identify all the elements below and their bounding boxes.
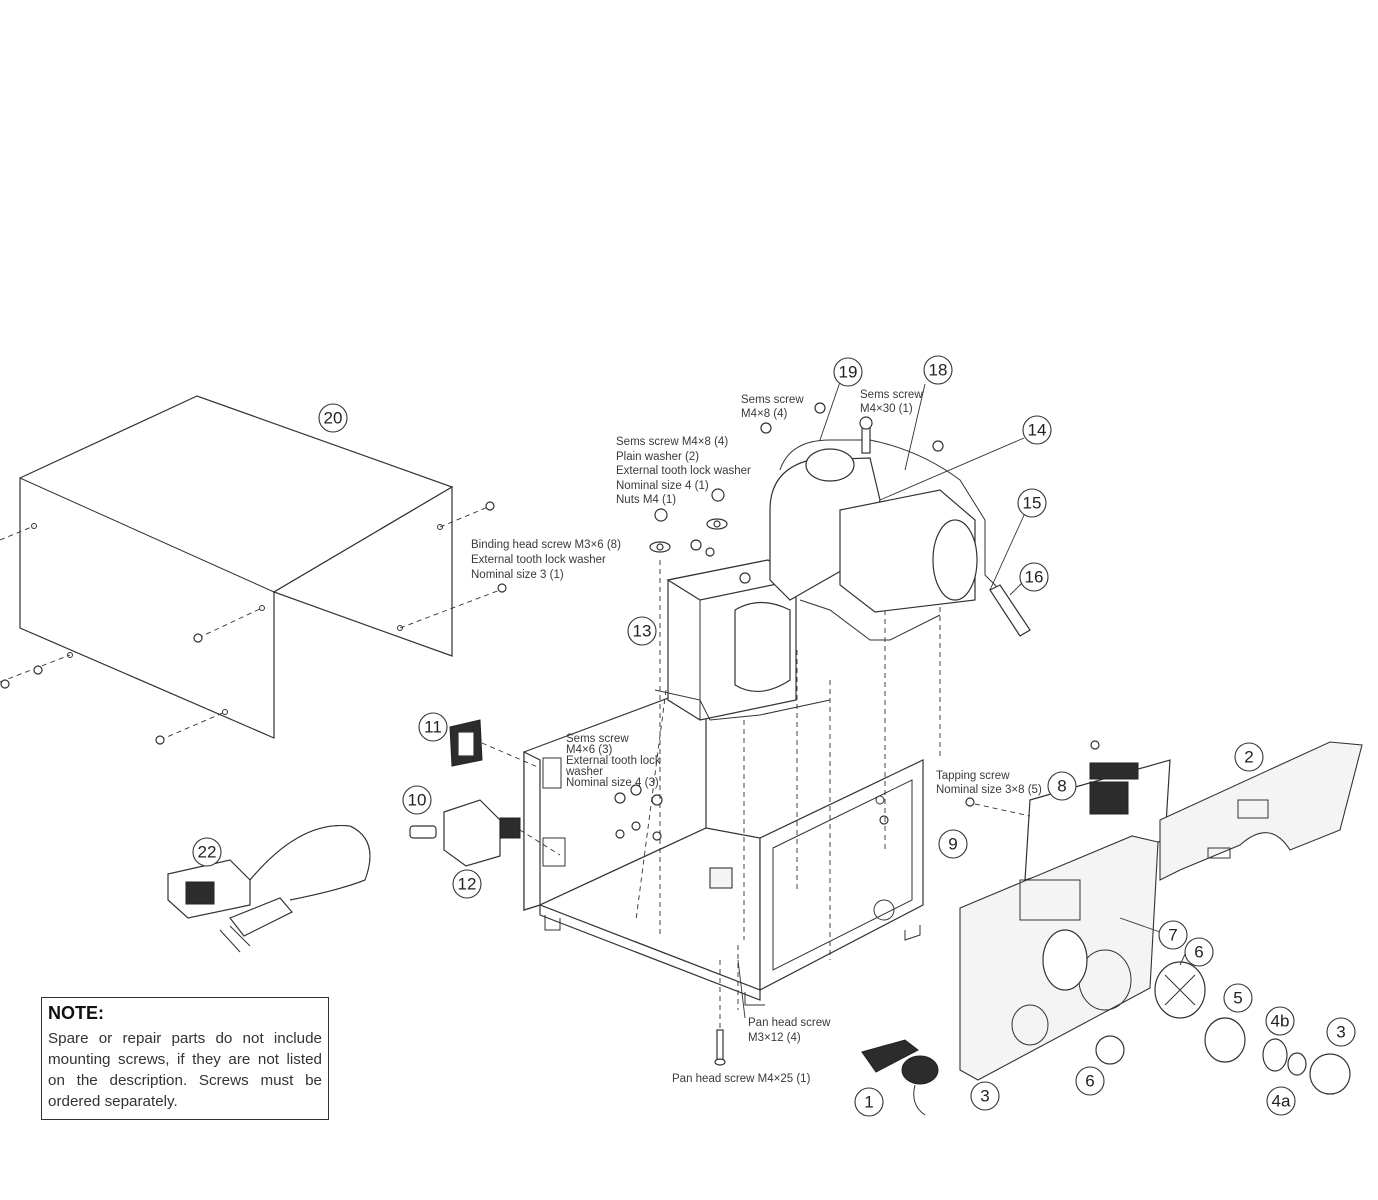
- compressor-assembly: [760, 402, 1031, 641]
- svg-text:M4×6 (3): M4×6 (3): [566, 744, 613, 756]
- svg-text:10: 10: [408, 791, 427, 810]
- svg-text:5: 5: [1233, 989, 1242, 1008]
- svg-text:M4×30 (1): M4×30 (1): [860, 403, 913, 415]
- svg-text:7: 7: [1168, 926, 1177, 945]
- fuse-holder-part-12-14: [409, 799, 561, 867]
- callout-21: 20: [318, 403, 348, 433]
- svg-text:13: 13: [633, 622, 652, 641]
- svg-text:4b: 4b: [1271, 1012, 1290, 1031]
- label-binding-head: Binding head screw M3×6 (8) External too…: [471, 539, 621, 581]
- callout-8: 6: [1184, 937, 1214, 967]
- chassis-dash-lines: [635, 560, 941, 1040]
- svg-text:19: 19: [839, 363, 858, 382]
- callout-10: 8: [1047, 771, 1077, 801]
- svg-text:18: 18: [929, 361, 948, 380]
- callout-7: 6: [1075, 1066, 1105, 1096]
- callout-12: 10: [402, 785, 432, 815]
- svg-text:2: 2: [1244, 748, 1253, 767]
- svg-text:Nominal size 4 (3): Nominal size 4 (3): [566, 777, 659, 789]
- svg-text:Nuts M4 (1): Nuts M4 (1): [616, 494, 676, 506]
- label-tapping-screw: Tapping screw Nominal size 3×8 (5): [936, 770, 1042, 796]
- label-pan-m3x12: Pan head screw M3×12 (4): [748, 1017, 831, 1044]
- svg-text:M3×12 (4): M3×12 (4): [748, 1032, 801, 1044]
- callout-15: 13: [627, 616, 657, 646]
- svg-text:4a: 4a: [1272, 1092, 1291, 1111]
- svg-text:External tooth lock: External tooth lock: [566, 755, 661, 767]
- power-cord-part-22: [167, 824, 371, 953]
- svg-text:External tooth lock washer: External tooth lock washer: [471, 554, 606, 566]
- pan-head-m4x25: [714, 1029, 726, 1066]
- callout-13: 11: [418, 712, 448, 742]
- svg-text:8: 8: [1057, 777, 1066, 796]
- svg-text:3: 3: [1336, 1023, 1345, 1042]
- callout-18: 16: [1019, 562, 1049, 592]
- callout-6: 5: [1223, 983, 1253, 1013]
- svg-text:14: 14: [1028, 421, 1047, 440]
- label-sems-group: Sems screw M4×8 (4) Plain washer (2) Ext…: [616, 436, 751, 506]
- callout-11: 9: [938, 829, 968, 859]
- callout-4b: 4a: [1266, 1086, 1296, 1116]
- cover-part-21: [0, 395, 507, 745]
- note-body: Spare or repair parts do not include mou…: [48, 1030, 322, 1110]
- callout-5: 4b: [1265, 1006, 1295, 1036]
- chassis-screws: [614, 784, 889, 841]
- svg-text:washer: washer: [565, 766, 603, 778]
- svg-text:Pan head screw M4×25 (1): Pan head screw M4×25 (1): [672, 1073, 811, 1085]
- svg-text:External tooth lock washer: External tooth lock washer: [616, 465, 751, 477]
- callout-3: 3: [970, 1081, 1000, 1111]
- svg-text:Pan head screw: Pan head screw: [748, 1017, 831, 1029]
- switch-part-13: [449, 719, 541, 769]
- svg-text:Plain washer (2): Plain washer (2): [616, 451, 699, 463]
- callout-19: 18: [923, 355, 953, 385]
- note-box: NOTE: Spare or repair parts do not inclu…: [41, 997, 329, 1120]
- svg-text:Nominal size 4 (1): Nominal size 4 (1): [616, 480, 709, 492]
- pcb-part-10: [965, 740, 1171, 881]
- svg-text:11: 11: [424, 718, 442, 737]
- label-pan-m4x25: Pan head screw M4×25 (1): [672, 1073, 811, 1085]
- callout-14: 12: [452, 869, 482, 899]
- label-sems-m4x30: Sems screw M4×30 (1): [860, 389, 923, 415]
- callout-1: 1: [854, 1087, 884, 1117]
- svg-text:M4×8 (4): M4×8 (4): [741, 408, 788, 420]
- svg-text:9: 9: [948, 835, 957, 854]
- svg-text:Sems screw M4×8 (4): Sems screw M4×8 (4): [616, 436, 728, 448]
- svg-text:16: 16: [1025, 568, 1044, 587]
- svg-text:6: 6: [1194, 943, 1203, 962]
- fasteners-group: [649, 488, 728, 557]
- callout-2: 2: [1234, 742, 1264, 772]
- chassis: [523, 689, 924, 1006]
- svg-text:Tapping screw: Tapping screw: [936, 770, 1010, 782]
- callout-4a: 3: [1326, 1017, 1356, 1047]
- svg-text:Nominal size 3 (1): Nominal size 3 (1): [471, 569, 564, 581]
- callout-17: 15: [1017, 488, 1047, 518]
- svg-text:Sems screw: Sems screw: [741, 394, 804, 406]
- front-panel-part-3: [959, 835, 1159, 1081]
- svg-text:Sems screw: Sems screw: [860, 389, 923, 401]
- key-part-1: [861, 1039, 939, 1116]
- svg-text:12: 12: [458, 875, 477, 894]
- callout-20: 19: [833, 357, 863, 387]
- leader-lines: [737, 381, 1187, 1019]
- label-sems-m4x8: Sems screw M4×8 (4): [741, 394, 804, 420]
- svg-text:20: 20: [324, 409, 343, 428]
- svg-text:22: 22: [198, 843, 217, 862]
- knob-stack: [1095, 961, 1351, 1095]
- callout-9: 7: [1158, 920, 1188, 950]
- svg-text:Binding head screw M3×6 (8): Binding head screw M3×6 (8): [471, 539, 621, 551]
- label-sems-m4x6: Sems screw M4×6 (3) External tooth lock …: [565, 733, 661, 789]
- note-title: NOTE:: [48, 1003, 104, 1023]
- svg-text:6: 6: [1085, 1072, 1094, 1091]
- callout-22: 22: [192, 837, 222, 867]
- svg-text:3: 3: [980, 1087, 989, 1106]
- svg-text:15: 15: [1023, 494, 1042, 513]
- svg-text:Nominal size 3×8 (5): Nominal size 3×8 (5): [936, 784, 1042, 796]
- callout-16: 14: [1022, 415, 1052, 445]
- svg-text:Sems screw: Sems screw: [566, 733, 629, 745]
- faceplate-part-2: [1159, 741, 1363, 881]
- svg-text:1: 1: [864, 1093, 873, 1112]
